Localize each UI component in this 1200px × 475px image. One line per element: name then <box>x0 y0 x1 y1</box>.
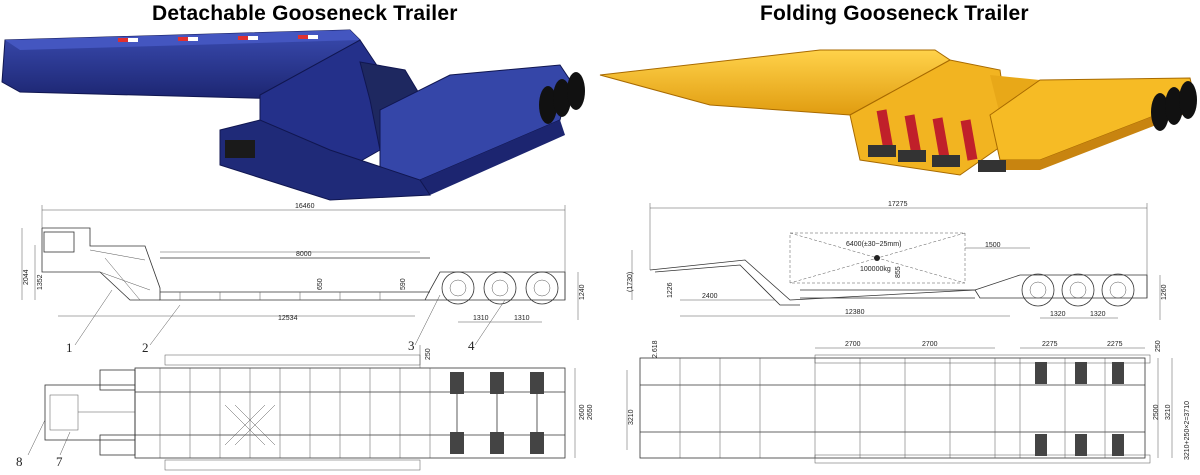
dim-axle1: 1310 <box>473 315 489 322</box>
dim-w2: 2600 <box>579 404 586 420</box>
dim-r-h4: 1260 <box>1161 284 1168 300</box>
dim-w3: 2650 <box>587 404 594 420</box>
detachable-trailer-photo <box>1 29 585 201</box>
dim-bottom: 12534 <box>278 315 298 322</box>
dim-h4: 590 <box>400 278 407 290</box>
dim-deck: 8000 <box>296 251 312 258</box>
right-plan-axles <box>1035 362 1124 456</box>
dim-r-w5: 250 <box>1155 340 1162 352</box>
callout-3: 3 <box>408 338 415 353</box>
dim-r-p4: 2275 <box>1107 341 1123 348</box>
callout-4: 4 <box>468 338 475 353</box>
blue-wheels <box>539 72 585 124</box>
callout-1: 1 <box>66 340 73 355</box>
dim-h5: 1240 <box>579 284 586 300</box>
dim-r-c2: 2400 <box>702 293 718 300</box>
reflector-strip <box>118 35 318 42</box>
dim-r-bottom: 12380 <box>845 309 865 316</box>
dim-overall: 16460 <box>295 203 315 210</box>
left-plan-view <box>27 345 576 471</box>
right-side-elevation <box>631 203 1161 320</box>
folding-title: Folding Gooseneck Trailer <box>760 2 1029 25</box>
dim-r-load-mass: 100000kg <box>860 266 891 273</box>
dim-r-h2: 1226 <box>667 282 674 298</box>
dim-h2: 1352 <box>37 274 44 290</box>
dim-r-w2: 3210+250×2=3710 <box>1184 401 1191 460</box>
dim-r-h3: 855 <box>895 266 902 278</box>
dim-r-axle1: 1320 <box>1050 311 1066 318</box>
detachable-title: Detachable Gooseneck Trailer <box>152 2 458 25</box>
callout-2: 2 <box>142 340 149 355</box>
right-plan-view <box>626 347 1173 464</box>
dim-h3: 650 <box>317 278 324 290</box>
yellow-wheels <box>1151 81 1197 131</box>
dim-h1: 2044 <box>23 269 30 285</box>
dim-r-w6: 2.618 <box>652 340 659 358</box>
dim-r-w1: 3210 <box>628 409 635 425</box>
callout-7: 7 <box>56 454 63 469</box>
hydraulic-cylinders <box>868 109 1006 172</box>
dim-r-p2: 2700 <box>922 341 938 348</box>
plan-axles <box>450 372 544 454</box>
dim-r-p1: 2700 <box>845 341 861 348</box>
left-side-elevation <box>21 205 579 346</box>
dim-w1: 250 <box>425 348 432 360</box>
dim-r-load-note: 6400(±30~25mm) <box>846 241 901 248</box>
dim-r-overall: 17275 <box>888 201 908 208</box>
folding-trailer-photo <box>599 49 1197 176</box>
dim-r-axle2: 1320 <box>1090 311 1106 318</box>
dim-axle2: 1310 <box>514 315 530 322</box>
dim-r-p3: 2275 <box>1042 341 1058 348</box>
dim-r-h1: (1730) <box>627 272 634 292</box>
dim-r-c1: 1500 <box>985 242 1001 249</box>
dim-r-w4: 3210 <box>1165 404 1172 420</box>
callout-8: 8 <box>16 454 23 469</box>
dim-r-w3: 2500 <box>1153 404 1160 420</box>
